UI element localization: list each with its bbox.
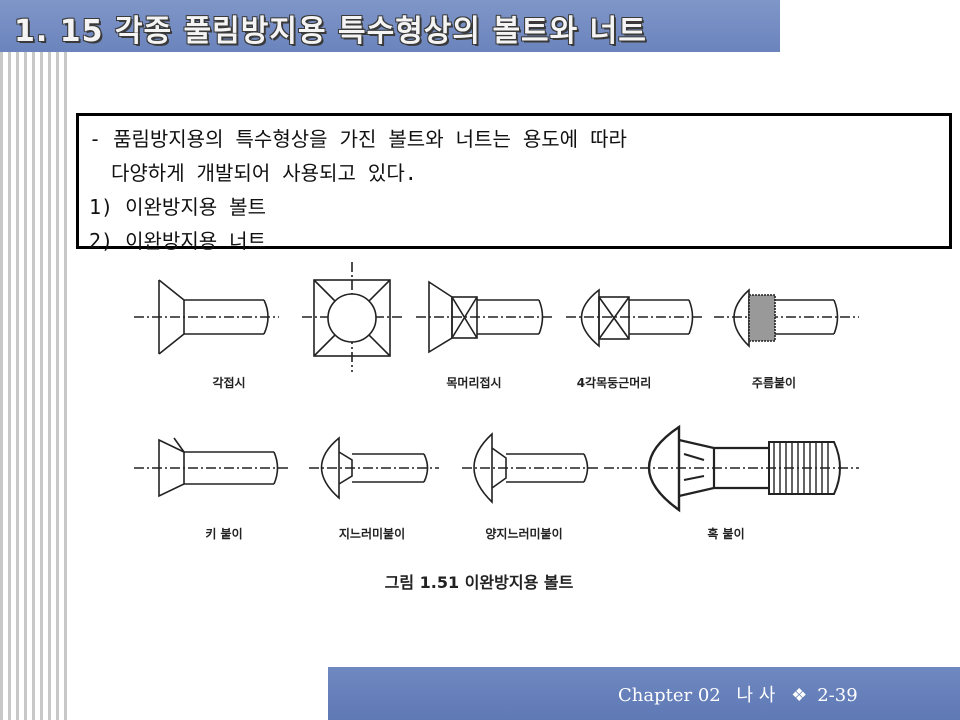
diamond-bullet-icon: ❖ bbox=[791, 685, 808, 706]
footer-text: Chapter 02 나 사 ❖ 2-39 bbox=[618, 681, 868, 707]
figure-label-2: 목머리접시 bbox=[446, 375, 501, 390]
page-number: 2-39 bbox=[817, 685, 858, 706]
bolt-drawing-3 bbox=[416, 280, 554, 354]
bolt-drawing-4 bbox=[566, 288, 702, 348]
bolt-drawing-7 bbox=[309, 436, 439, 500]
bolt-drawing-9 bbox=[604, 424, 859, 513]
footer-chapter: Chapter 02 bbox=[618, 685, 721, 706]
footer-title: 나 사 bbox=[736, 685, 776, 706]
figure-label-7: 양지느러미붙이 bbox=[485, 526, 562, 541]
figure-label-6: 지느러미붙이 bbox=[339, 526, 405, 541]
bolt-drawing-1 bbox=[134, 279, 279, 355]
figure-caption: 그림 1.51 이완방지용 볼트 bbox=[385, 573, 574, 592]
figure-label-3: 4각목둥근머리 bbox=[577, 375, 652, 390]
bolt-drawing-2 bbox=[302, 262, 402, 372]
bolt-drawing-5 bbox=[714, 288, 859, 348]
footer-bar: Chapter 02 나 사 ❖ 2-39 bbox=[328, 667, 960, 720]
bolt-drawing-8 bbox=[462, 432, 599, 504]
figure-label-8: 혹 붙이 bbox=[707, 526, 744, 541]
title-bar: 1. 15 각종 풀림방지용 특수형상의 볼트와 너트 bbox=[0, 0, 780, 52]
content-line-1: - 품림방지용의 특수형상을 가진 볼트와 너트는 용도에 따라 bbox=[89, 127, 627, 151]
content-line-3: 1) 이완방지용 볼트 bbox=[89, 195, 266, 219]
figure-label-4: 주름붙이 bbox=[752, 375, 796, 390]
slide-title: 1. 15 각종 풀림방지용 특수형상의 볼트와 너트 bbox=[14, 14, 647, 49]
content-line-4: 2) 이완방지용 너트 bbox=[89, 229, 266, 253]
bolt-figure-drawing: 각접시 목머리접시 4각목둥근머리 주름붙이 키 붙이 지느러미붙이 양지느러미… bbox=[134, 262, 859, 592]
decorative-stripes bbox=[0, 52, 72, 720]
bolt-drawing-6 bbox=[134, 437, 289, 498]
content-line-2: 다양하게 개발되어 사용되고 있다. bbox=[111, 161, 417, 185]
content-box: - 품림방지용의 특수형상을 가진 볼트와 너트는 용도에 따라 다양하게 개발… bbox=[76, 113, 952, 253]
figure-label-5: 키 붙이 bbox=[205, 526, 242, 541]
figure-label-1: 각접시 bbox=[212, 375, 245, 390]
bolt-figure: 각접시 목머리접시 4각목둥근머리 주름붙이 키 붙이 지느러미붙이 양지느러미… bbox=[134, 262, 862, 602]
